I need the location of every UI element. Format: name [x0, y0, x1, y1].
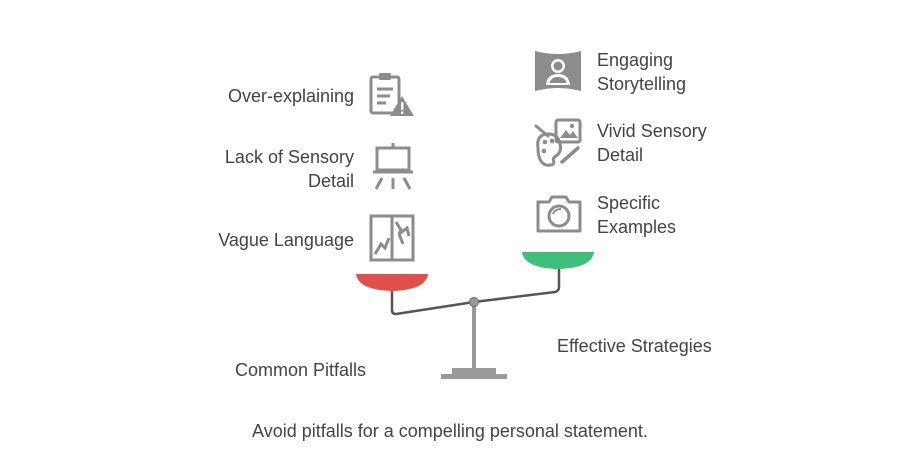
right-pan — [522, 252, 594, 269]
strategy-specific-examples: Specific Examples — [597, 193, 677, 237]
document-warning-icon — [369, 73, 414, 116]
easel-icon — [373, 143, 413, 190]
scale-stand-base — [441, 374, 507, 379]
strategy-vivid-sensory-detail: Vivid Sensory Detail — [597, 121, 707, 165]
camera-icon — [536, 195, 582, 233]
footer-caption: Avoid pitfalls for a compelling personal… — [252, 421, 648, 441]
right-heading-effective-strategies: Effective Strategies — [557, 336, 712, 356]
broken-window-icon — [369, 214, 415, 262]
left-pan — [356, 274, 428, 291]
pitfall-vague-language: Vague Language — [218, 230, 354, 250]
strategy-engaging-storytelling: Engaging Storytelling — [597, 50, 687, 94]
scale-stand-top — [452, 368, 496, 374]
pitfall-over-explaining: Over-explaining — [227, 86, 354, 106]
pitfall-lack-of-sensory-detail: Lack of Sensory Detail — [224, 147, 354, 191]
art-palette-icon — [534, 118, 582, 167]
storyteller-icon — [535, 51, 581, 91]
left-heading-common-pitfalls: Common Pitfalls — [235, 360, 367, 380]
scale-pivot — [469, 297, 479, 307]
